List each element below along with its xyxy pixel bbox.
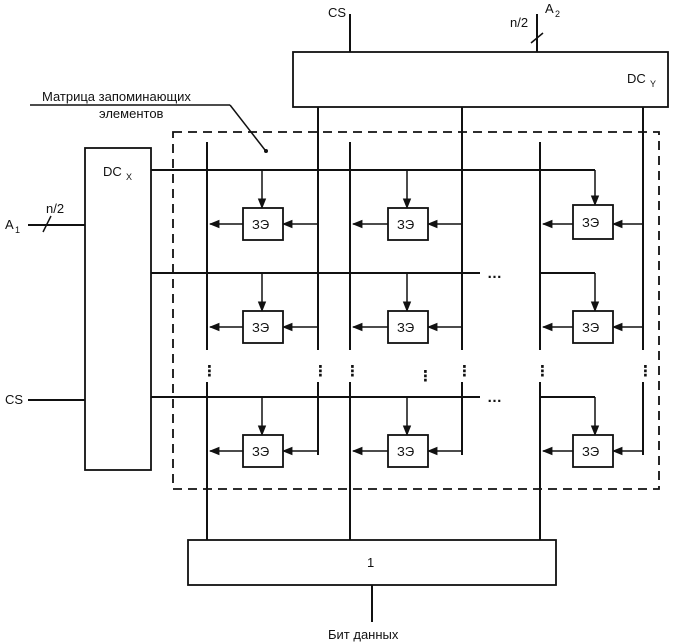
cs-top-label: CS bbox=[328, 5, 346, 20]
vdots-5: ⋮ bbox=[457, 363, 472, 380]
cell-r3-c1: ЗЭ bbox=[208, 397, 318, 468]
dcy-subscript: Y bbox=[650, 79, 656, 89]
a2-subscript: 2 bbox=[555, 9, 560, 19]
n2-top-label: n/2 bbox=[510, 15, 528, 30]
a1-label: A bbox=[5, 217, 14, 232]
cell-r2-c1: ЗЭ bbox=[208, 273, 318, 344]
vdots-1: ⋮ bbox=[202, 363, 217, 380]
dcy-label: DC bbox=[627, 71, 646, 86]
dcx-subscript: X bbox=[126, 172, 132, 182]
n2-left-label: n/2 bbox=[46, 201, 64, 216]
matrix-boundary bbox=[172, 131, 660, 490]
cell-label: ЗЭ bbox=[252, 320, 269, 335]
dcx-decoder: DC X bbox=[84, 147, 152, 471]
dcx-label: DC bbox=[103, 164, 122, 179]
cell-r3-c3: ЗЭ bbox=[541, 397, 643, 468]
vdots-7: ⋮ bbox=[638, 363, 653, 380]
vdots-2: ⋮ bbox=[313, 363, 328, 380]
cell-r1-c1: ЗЭ bbox=[208, 170, 318, 241]
row-lines: … … bbox=[151, 169, 595, 406]
matrix-caption: Матрица запоминающих элементов bbox=[30, 89, 268, 153]
row-ellipsis-2: … bbox=[487, 389, 502, 406]
cell-label: ЗЭ bbox=[582, 444, 599, 459]
matrix-label-line2: элементов bbox=[99, 106, 164, 121]
data-bit-label: Бит данных bbox=[328, 627, 399, 642]
cs-left-label: CS bbox=[5, 392, 23, 407]
vdots-4: ⋮ bbox=[418, 368, 433, 385]
data-output: Бит данных bbox=[328, 585, 399, 642]
cell-label: ЗЭ bbox=[582, 320, 599, 335]
matrix-label-line1: Матрица запоминающих bbox=[42, 89, 191, 104]
vdots-6: ⋮ bbox=[535, 363, 550, 380]
a2-label: A bbox=[545, 1, 554, 16]
cell-label: ЗЭ bbox=[397, 217, 414, 232]
bus-slash-left bbox=[42, 215, 52, 233]
or-gate: 1 bbox=[187, 539, 557, 586]
cell-r2-c3: ЗЭ bbox=[541, 273, 643, 344]
cell-r3-c2: ЗЭ bbox=[351, 397, 462, 468]
dcy-decoder: DC Y bbox=[292, 51, 669, 108]
cell-r2-c2: ЗЭ bbox=[351, 273, 462, 344]
bus-slash-top bbox=[530, 32, 544, 44]
or-gate-label: 1 bbox=[367, 555, 374, 570]
cell-r1-c2: ЗЭ bbox=[351, 170, 462, 241]
a1-subscript: 1 bbox=[15, 225, 20, 235]
cell-label: ЗЭ bbox=[252, 444, 269, 459]
row-ellipsis-1: … bbox=[487, 265, 502, 282]
cell-grid: ЗЭ ЗЭ ЗЭ ЗЭ ЗЭ bbox=[208, 170, 643, 468]
vdots-3: ⋮ bbox=[345, 363, 360, 380]
column-vertical-ellipses: ⋮ ⋮ ⋮ ⋮ ⋮ ⋮ ⋮ bbox=[202, 363, 653, 385]
column-select-lines bbox=[317, 107, 644, 455]
cell-r1-c3: ЗЭ bbox=[541, 170, 643, 240]
left-inputs: n/2 A 1 CS bbox=[5, 201, 85, 407]
cell-label: ЗЭ bbox=[397, 320, 414, 335]
cell-label: ЗЭ bbox=[582, 215, 599, 230]
top-inputs: CS n/2 A 2 bbox=[328, 1, 560, 52]
cell-label: ЗЭ bbox=[252, 217, 269, 232]
data-lines bbox=[206, 142, 541, 540]
cell-label: ЗЭ bbox=[397, 444, 414, 459]
